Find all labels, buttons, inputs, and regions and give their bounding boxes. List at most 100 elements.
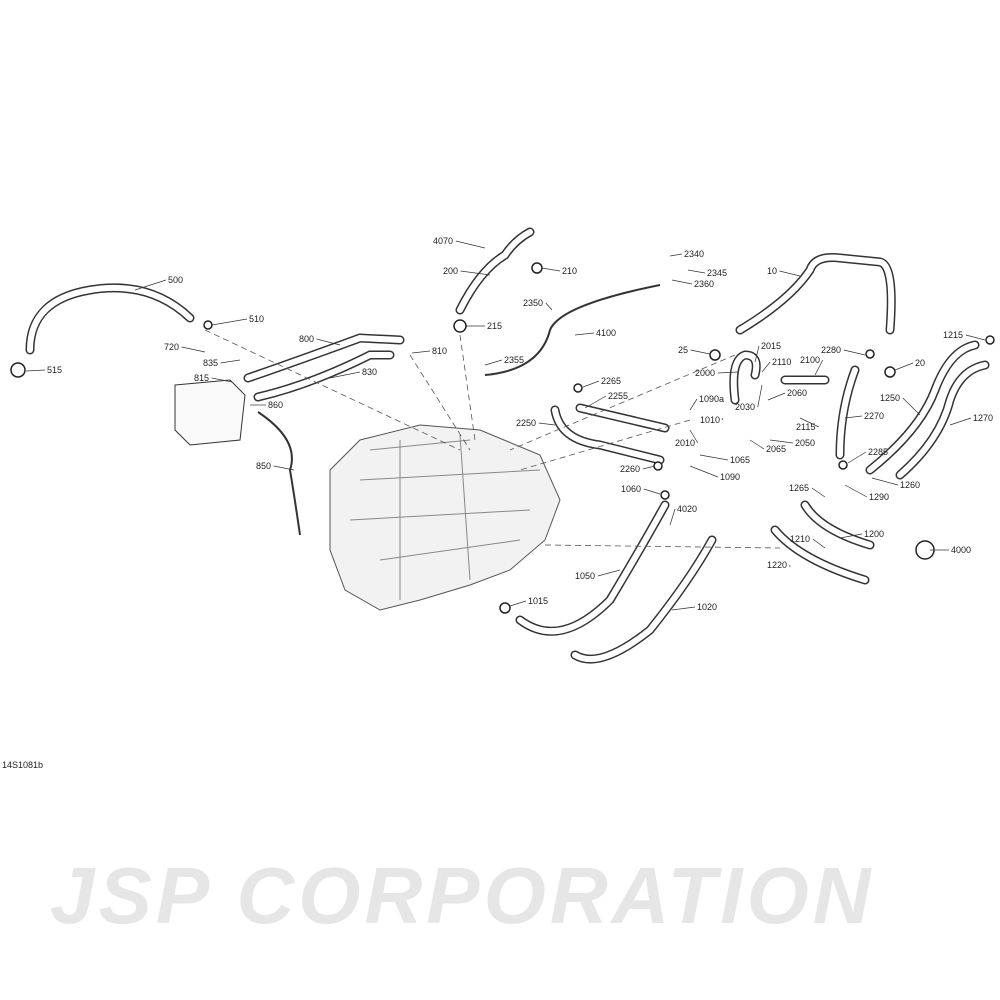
clamp-2260 bbox=[653, 461, 663, 471]
leader-line-850 bbox=[273, 465, 295, 471]
leader-line-2260 bbox=[642, 465, 656, 470]
part-label-1010: 1010 bbox=[700, 415, 721, 425]
leader-line-2285 bbox=[847, 451, 867, 464]
leader-line-2060 bbox=[767, 392, 786, 401]
part-label-2115: 2115 bbox=[796, 422, 816, 432]
part-label-510: 510 bbox=[249, 314, 265, 324]
leader-line-4020 bbox=[669, 508, 676, 526]
clamp-1060 bbox=[660, 490, 670, 500]
coolant-tank bbox=[174, 379, 246, 446]
part-label-200: 200 bbox=[443, 266, 459, 276]
leader-line-1010 bbox=[721, 417, 724, 421]
leader-line-1050 bbox=[597, 569, 621, 577]
part-label-1050: 1050 bbox=[575, 571, 596, 581]
leader-line-2280 bbox=[843, 349, 866, 356]
part-label-2065: 2065 bbox=[766, 444, 787, 454]
leader-line-815 bbox=[211, 377, 233, 383]
leader-line-1020 bbox=[671, 606, 696, 611]
part-label-2355: 2355 bbox=[504, 355, 525, 365]
part-label-2270: 2270 bbox=[864, 411, 885, 421]
leader-line-835 bbox=[220, 359, 241, 364]
watermark: JSP CORPORATION bbox=[50, 851, 875, 940]
part-label-1250: 1250 bbox=[880, 393, 901, 403]
part-label-4100: 4100 bbox=[596, 328, 617, 338]
part-label-25: 25 bbox=[678, 345, 689, 355]
part-label-2285: 2285 bbox=[868, 447, 889, 457]
part-label-210: 210 bbox=[562, 266, 578, 276]
leader-line-2265 bbox=[582, 380, 600, 388]
leader-line-830 bbox=[329, 371, 361, 379]
part-label-2340: 2340 bbox=[684, 249, 705, 259]
part-label-4020: 4020 bbox=[677, 504, 698, 514]
part-label-4000: 4000 bbox=[951, 545, 972, 555]
engine-detail bbox=[349, 434, 541, 600]
leader-line-2270 bbox=[844, 415, 863, 419]
part-label-215: 215 bbox=[487, 321, 503, 331]
part-label-1265: 1265 bbox=[789, 483, 810, 493]
part-label-2050: 2050 bbox=[795, 438, 816, 448]
part-label-2255: 2255 bbox=[608, 391, 629, 401]
leader-line-2340 bbox=[669, 253, 683, 257]
part-label-2030: 2030 bbox=[735, 402, 756, 412]
reference-code: 14S1081b bbox=[2, 760, 44, 770]
part-label-1290: 1290 bbox=[869, 492, 890, 502]
part-label-10: 10 bbox=[767, 266, 778, 276]
part-label-500: 500 bbox=[168, 275, 184, 285]
part-label-2265: 2265 bbox=[601, 376, 622, 386]
clamp-215 bbox=[453, 319, 467, 333]
part-label-1015: 1015 bbox=[528, 596, 549, 606]
leader-line-2030 bbox=[757, 384, 763, 408]
leader-line-1200 bbox=[839, 533, 863, 539]
leader-line-2255 bbox=[584, 395, 607, 409]
part-label-2100: 2100 bbox=[800, 355, 821, 365]
clamp-2265 bbox=[573, 383, 583, 393]
leader-line-210 bbox=[541, 267, 561, 272]
clamp-2280 bbox=[865, 349, 875, 359]
leader-line-1270 bbox=[949, 417, 972, 426]
part-label-860: 860 bbox=[268, 400, 284, 410]
hose-10 bbox=[735, 253, 896, 335]
leader-line-200 bbox=[460, 270, 491, 276]
leader-line-510 bbox=[211, 318, 248, 326]
clamp-1215 bbox=[985, 335, 995, 345]
part-label-1200: 1200 bbox=[864, 529, 885, 539]
part-label-4070: 4070 bbox=[433, 236, 454, 246]
hose-2350 bbox=[484, 284, 661, 376]
part-label-515: 515 bbox=[47, 365, 63, 375]
leader-line-2110 bbox=[761, 361, 771, 373]
part-label-810: 810 bbox=[432, 346, 448, 356]
clamp-25 bbox=[709, 349, 721, 361]
leader-line-1065 bbox=[699, 454, 729, 461]
leader-line-2345 bbox=[687, 269, 706, 274]
leader-line-2050 bbox=[769, 439, 794, 444]
leader-line-720 bbox=[181, 346, 206, 353]
leader-line-2000 bbox=[717, 371, 739, 374]
part-label-800: 800 bbox=[299, 334, 315, 344]
part-label-1020: 1020 bbox=[697, 602, 718, 612]
leader-line-2355 bbox=[484, 359, 503, 366]
part-label-1065: 1065 bbox=[730, 455, 751, 465]
leader-line-4070 bbox=[455, 240, 486, 249]
leader-line-1250 bbox=[902, 397, 921, 416]
part-label-1270: 1270 bbox=[973, 413, 994, 423]
part-label-1260: 1260 bbox=[900, 480, 921, 490]
leader-line-500 bbox=[134, 279, 167, 291]
part-label-2015: 2015 bbox=[761, 341, 782, 351]
hose-1020 bbox=[570, 535, 717, 664]
clamp-210 bbox=[531, 262, 543, 274]
leader-line-2065 bbox=[749, 439, 765, 450]
hose-200 bbox=[455, 227, 535, 315]
part-label-1215: 1215 bbox=[943, 330, 964, 340]
part-label-2280: 2280 bbox=[821, 345, 842, 355]
clamp-1015 bbox=[499, 602, 511, 614]
leader-line-1290 bbox=[844, 484, 868, 498]
part-label-2260: 2260 bbox=[620, 464, 641, 474]
part-label-2360: 2360 bbox=[694, 279, 715, 289]
leader-line-800 bbox=[316, 338, 341, 346]
leader-line-515 bbox=[25, 369, 46, 372]
part-label-720: 720 bbox=[164, 342, 180, 352]
leader-line-25 bbox=[690, 349, 711, 355]
leader-line-2350 bbox=[545, 302, 553, 311]
